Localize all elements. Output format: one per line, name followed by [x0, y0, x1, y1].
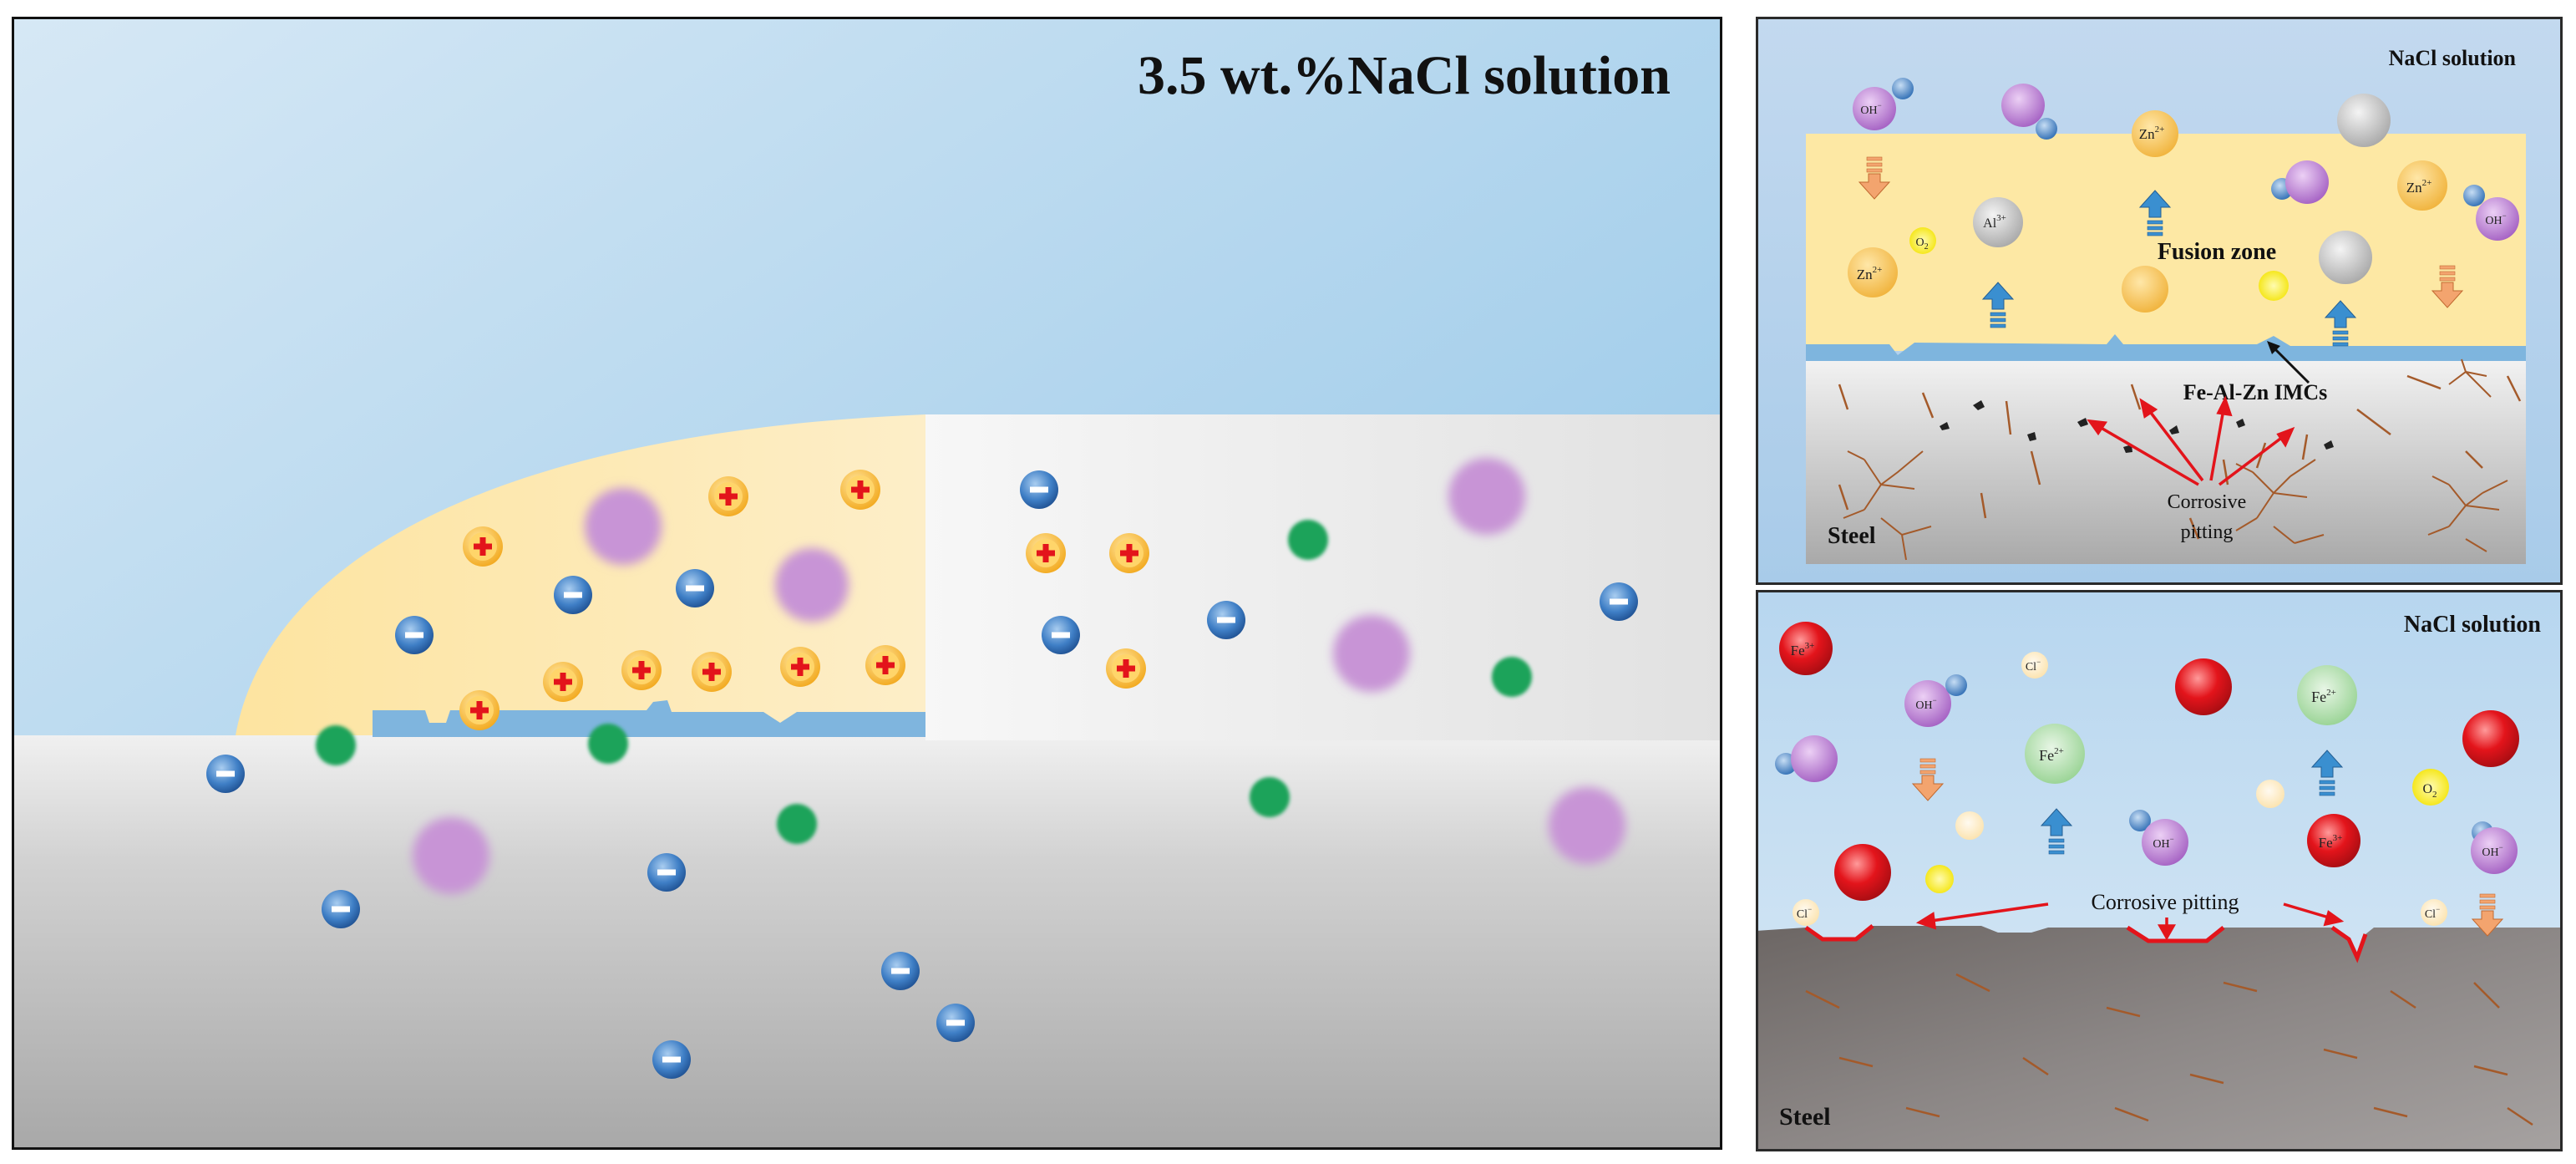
bottom-solution-label: NaCl solution [2404, 612, 2542, 638]
svg-text:Al3+: Al3+ [1983, 213, 2006, 231]
cl-label: Cl [2026, 661, 2036, 673]
svg-text:Cl−: Cl− [2425, 905, 2440, 921]
imc-label: Fe-Al-Zn IMCs [2183, 380, 2328, 404]
pitting-label-line1: Corrosive [2168, 491, 2247, 513]
fusion-zone-label: Fusion zone [2158, 239, 2276, 265]
svg-text:Fe3+: Fe3+ [2319, 833, 2343, 851]
main-panel-border [12, 17, 1722, 1150]
svg-text:OH−: OH− [1915, 696, 1936, 712]
top-solution-label: NaCl solution [2389, 46, 2517, 70]
fusion-zone-region [236, 414, 925, 735]
svg-text:OH−: OH− [2485, 211, 2506, 227]
imc-pointer-arrowhead [2267, 341, 2280, 354]
pit-outlines [1804, 924, 2368, 963]
bottom-steel-region [1756, 926, 2563, 1151]
pitting-arrows [2087, 395, 2295, 486]
imc-pointer-line [2272, 346, 2310, 384]
svg-text:O2: O2 [1915, 236, 1928, 252]
steel-grain-lines [1838, 374, 2522, 540]
top-panel-border [1756, 17, 2563, 585]
oh-label: OH [1860, 104, 1877, 117]
svg-text:Zn2+: Zn2+ [2139, 125, 2165, 142]
bottom-ions: Fe3+ OH− Cl− Fe2+ Fe2+ OH− Fe3+ O2 OH− C… [1775, 622, 2519, 926]
top-imc-layer [1806, 334, 2526, 361]
o2-label: O [2422, 782, 2432, 796]
bottom-panel-svg: Fe3+ OH− Cl− Fe2+ Fe2+ OH− Fe3+ O2 OH− C… [1756, 590, 2563, 1151]
bottom-steel-label: Steel [1779, 1103, 1831, 1131]
al-label: Al [1983, 216, 1997, 231]
main-title: 3.5 wt.%NaCl solution [1138, 45, 1671, 106]
fe3-label: Fe [1791, 643, 1805, 658]
top-panel-svg: OH− Zn2+ Zn2+ OH− Al3+ O2 Zn2+ Fusion zo… [1756, 17, 2563, 585]
svg-text:Fe2+: Fe2+ [2311, 688, 2336, 705]
green-particles [316, 520, 1532, 844]
svg-text:Zn2+: Zn2+ [1857, 265, 1883, 282]
imc-particles [1940, 400, 2334, 453]
svg-text:OH−: OH− [2153, 835, 2173, 851]
bottom-pitting-label: Corrosive pitting [2092, 890, 2239, 914]
svg-text:Fe3+: Fe3+ [1791, 641, 1815, 658]
steel-side-corrosion-panel: Fe3+ OH− Cl− Fe2+ Fe2+ OH− Fe3+ O2 OH− C… [1756, 590, 2563, 1151]
fe2-label: Fe [2039, 747, 2054, 764]
zinc-coating-region [925, 414, 1722, 740]
imc-layer [373, 700, 925, 737]
svg-text:OH−: OH− [1860, 101, 1881, 117]
steel-substrate-region [12, 735, 1722, 1150]
pitting-label-line2: pitting [2181, 521, 2234, 543]
svg-text:Cl−: Cl− [2026, 658, 2041, 673]
svg-text:Cl−: Cl− [1797, 905, 1812, 921]
main-schematic-panel: 3.5 wt.%NaCl solution [12, 17, 1722, 1150]
zn-label: Zn [2139, 126, 2155, 142]
top-steel-region [1806, 359, 2526, 564]
o2-label: O [1915, 236, 1924, 249]
top-ions: OH− Zn2+ Zn2+ OH− Al3+ O2 Zn2+ [1848, 78, 2519, 313]
svg-text:OH−: OH− [2482, 843, 2502, 859]
pitting-dendrites [1843, 358, 2508, 561]
zinc-side-corrosion-panel: OH− Zn2+ Zn2+ OH− Al3+ O2 Zn2+ Fusion zo… [1756, 17, 2563, 585]
purple-particles [413, 458, 1625, 894]
steel-grain-lines [1805, 973, 2533, 1126]
top-steel-label: Steel [1828, 523, 1876, 549]
main-schematic-svg: 3.5 wt.%NaCl solution [12, 17, 1722, 1150]
oh-label: OH [1915, 699, 1932, 712]
bottom-panel-border [1756, 590, 2563, 1151]
bottom-pitting-arrows [1915, 902, 2345, 941]
svg-text:O2: O2 [2422, 782, 2437, 800]
svg-text:Fe2+: Fe2+ [2039, 746, 2064, 764]
svg-text:Zn2+: Zn2+ [2406, 178, 2432, 196]
